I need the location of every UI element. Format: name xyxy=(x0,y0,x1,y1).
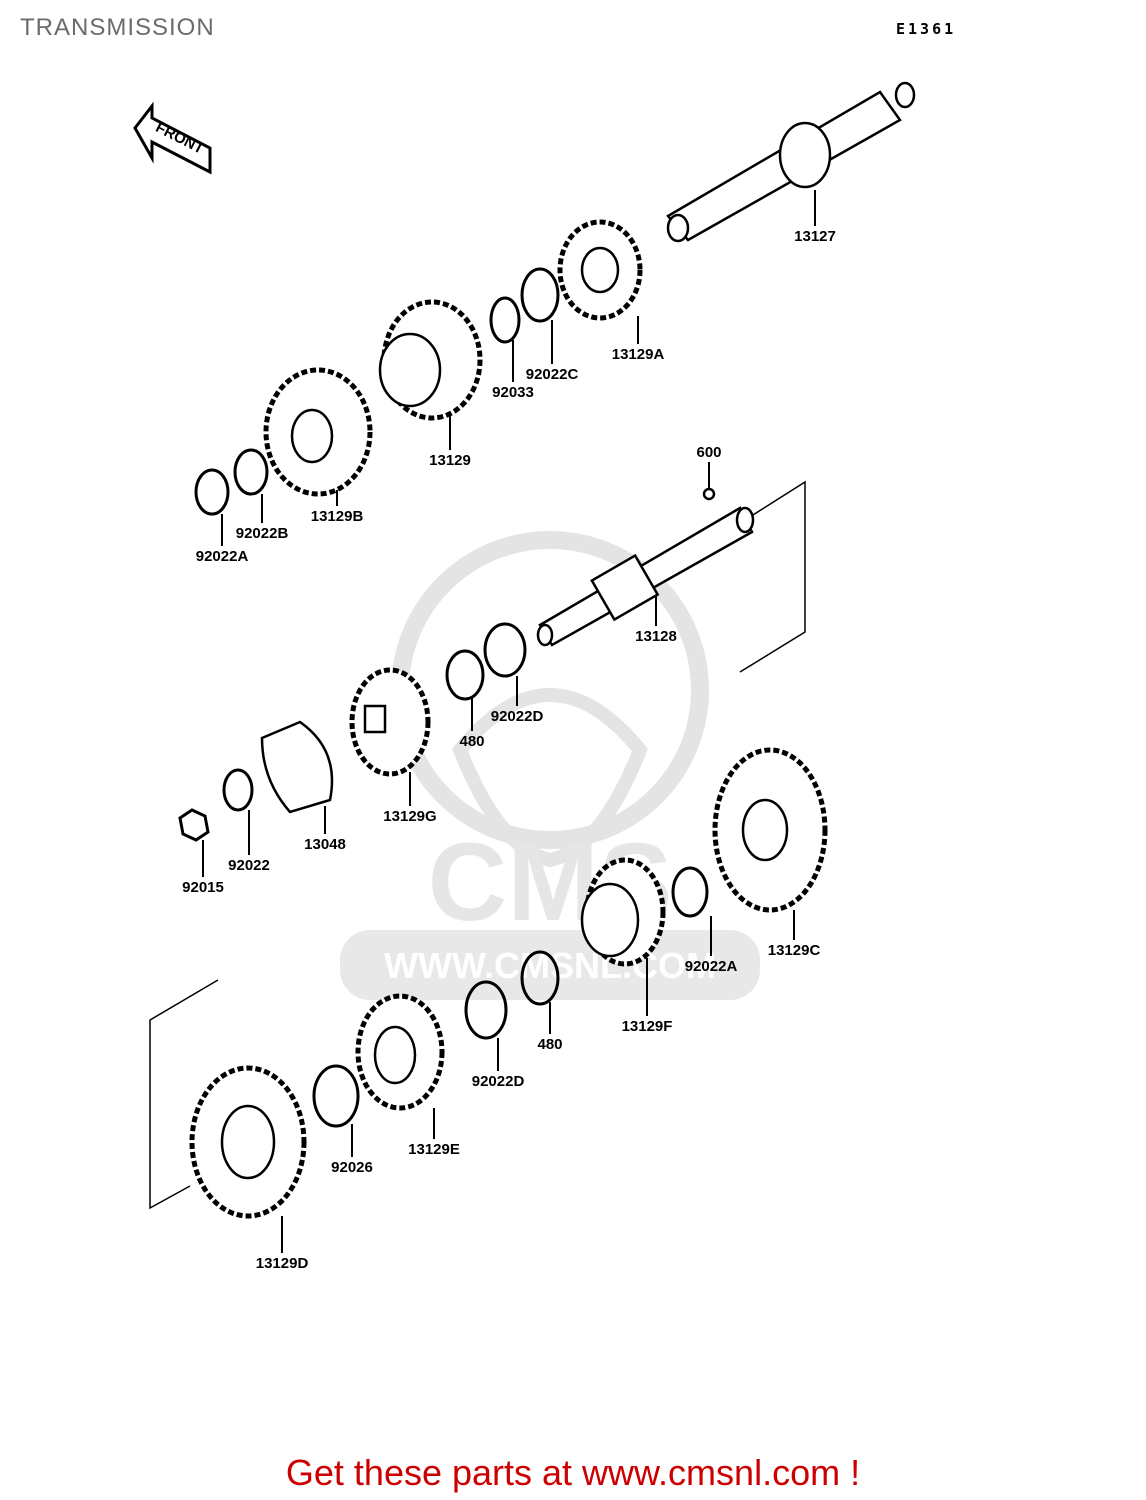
part-label-13127[interactable]: 13127 xyxy=(794,228,836,245)
gear-13129D-icon xyxy=(189,1065,307,1219)
part-label-480[interactable]: 480 xyxy=(459,733,485,750)
part-label-13129F[interactable]: 13129F xyxy=(621,1018,673,1035)
gear-13129C-icon xyxy=(712,747,828,913)
part-label-13129B[interactable]: 13129B xyxy=(310,508,364,525)
gear-13129A-icon xyxy=(557,219,643,321)
output-shaft-13127-icon xyxy=(666,81,916,243)
gear-13129G-icon xyxy=(349,667,431,777)
part-label-92022D[interactable]: 92022D xyxy=(490,708,544,725)
part-label-92015[interactable]: 92015 xyxy=(182,879,224,896)
gear-13129B-icon xyxy=(263,367,373,497)
part-label-13129A[interactable]: 13129A xyxy=(611,346,665,363)
part-label-13129G[interactable]: 13129G xyxy=(383,808,437,825)
svg-text:WWW.CMSNL.COM: WWW.CMSNL.COM xyxy=(384,945,716,986)
part-label-92022A[interactable]: 92022A xyxy=(195,548,249,565)
part-label-13128[interactable]: 13128 xyxy=(635,628,677,645)
gear-13129E-icon xyxy=(355,993,445,1111)
gear-13129-icon xyxy=(378,299,483,421)
part-label-92022D-2[interactable]: 92022D xyxy=(471,1073,525,1090)
part-label-13129E[interactable]: 13129E xyxy=(408,1141,460,1158)
diagram-ref-code: E1361 xyxy=(896,20,957,38)
nut-92015-icon xyxy=(178,808,210,842)
cam-13048-icon xyxy=(260,720,334,814)
front-arrow-icon: FRONT xyxy=(133,101,212,175)
part-label-92022C[interactable]: 92022C xyxy=(525,366,579,383)
diagram-title: TRANSMISSION xyxy=(20,14,215,41)
footer-promo-link[interactable]: Get these parts at www.cmsnl.com ! xyxy=(285,1452,861,1493)
part-label-92022[interactable]: 92022 xyxy=(228,857,270,874)
gear-13129F-icon xyxy=(580,857,666,967)
part-label-13129D[interactable]: 13129D xyxy=(255,1255,309,1272)
part-label-92033[interactable]: 92033 xyxy=(492,384,534,401)
part-label-92022B[interactable]: 92022B xyxy=(235,525,289,542)
part-label-480-2[interactable]: 480 xyxy=(537,1036,563,1053)
part-label-92026[interactable]: 92026 xyxy=(331,1159,373,1176)
part-label-13129C[interactable]: 13129C xyxy=(767,942,821,959)
part-label-13048[interactable]: 13048 xyxy=(304,836,346,853)
part-label-92022A-2[interactable]: 92022A xyxy=(684,958,738,975)
part-label-13129[interactable]: 13129 xyxy=(429,452,471,469)
drive-shaft-13128-icon xyxy=(536,487,755,647)
part-label-600[interactable]: 600 xyxy=(696,444,722,461)
